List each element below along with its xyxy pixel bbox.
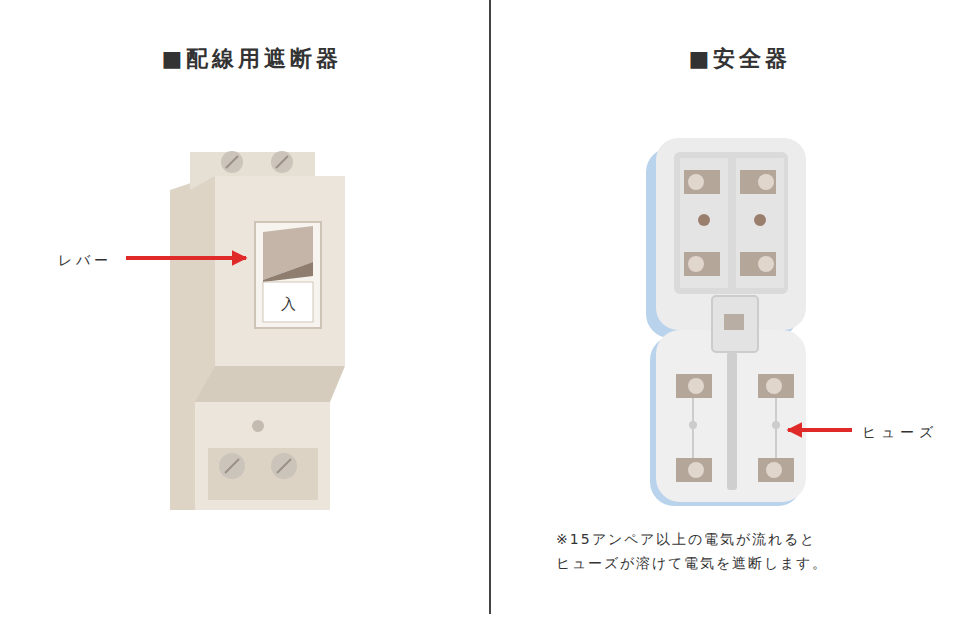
section-heading: ■配線用遮断器	[162, 40, 343, 77]
breaker-figure	[170, 151, 345, 510]
divider-line	[489, 0, 491, 614]
part-label: ヒューズ	[862, 421, 938, 445]
part-label: レバー	[58, 249, 112, 273]
note-text: ※15アンペア以上の電気が流れると ヒューズが溶けて電気を遮断します。	[556, 528, 936, 576]
switch-marking: 入	[281, 292, 296, 318]
leader-arrow	[788, 428, 852, 432]
leader-arrow	[126, 256, 246, 260]
safety-device-figure	[646, 138, 806, 506]
section-heading: ■安全器	[689, 40, 792, 77]
